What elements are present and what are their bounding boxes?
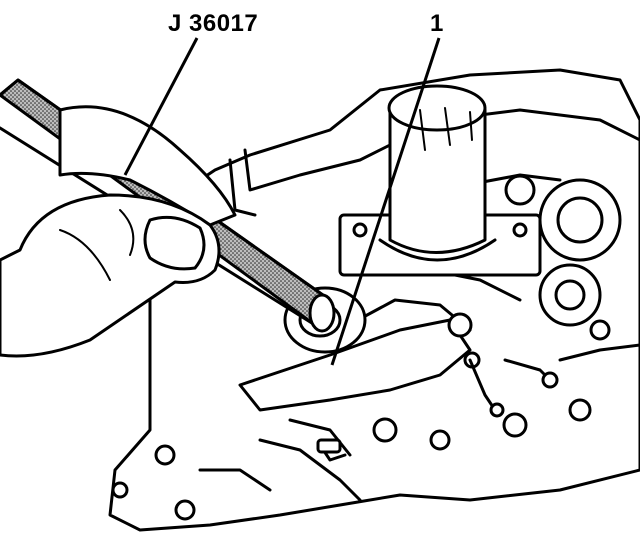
servo-cover-illustration (338, 84, 542, 277)
part-callout-label: 1 (430, 10, 444, 37)
valve-body-illustration (108, 68, 640, 532)
callout-leaders (123, 37, 441, 366)
tool-callout-label: J 36017 (168, 10, 259, 37)
detent-lever-illustration (238, 298, 559, 457)
part-leader-line (330, 37, 441, 366)
tool-leader-line (123, 37, 199, 176)
hand-illustration (0, 105, 237, 358)
